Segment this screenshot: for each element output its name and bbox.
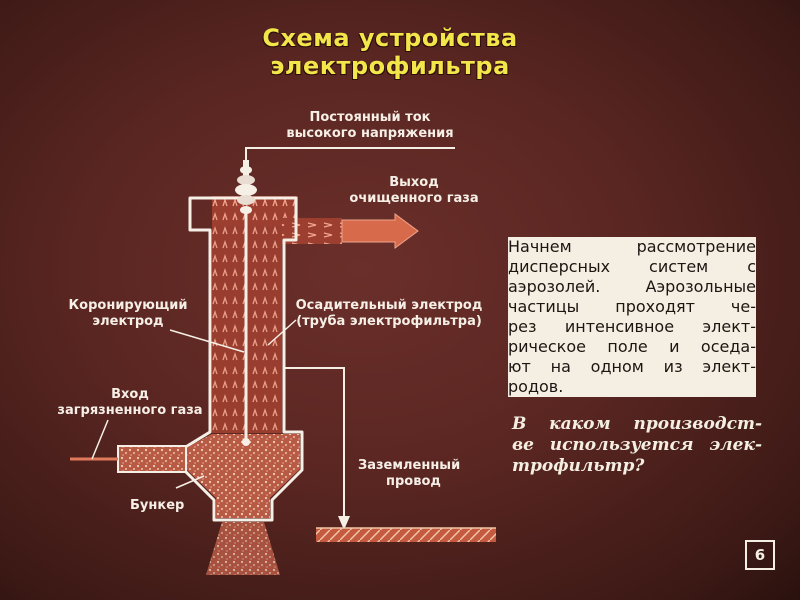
dc-label-line-2: высокого напряжения <box>286 126 454 141</box>
collector-leader <box>267 319 297 346</box>
outlet-label-line-2: очищенного газа <box>349 191 479 206</box>
dc-label-line-1: Постоянный ток <box>309 110 431 125</box>
hopper-dust <box>186 434 300 518</box>
corona-label-line-1: Коронирующий <box>68 298 188 313</box>
corona-leader <box>169 329 245 353</box>
description-line: ют на одном из элект- <box>508 357 756 376</box>
collector-label-line-2: (труба электрофильтра) <box>296 314 482 329</box>
inlet-duct <box>117 445 187 473</box>
description-line: аэрозолей. Аэрозольные <box>508 277 756 296</box>
outlet-label-line-1: Выход <box>389 175 439 190</box>
title-line-2: электрофильтра <box>270 52 510 80</box>
corona-weight <box>242 438 250 446</box>
question-line: В каком производст- <box>512 414 762 434</box>
ground-wire-arrow <box>338 516 350 530</box>
collector-label-line-1: Осадительный электрод <box>295 298 483 313</box>
page-number: 6 <box>745 540 775 570</box>
hopper-leader <box>175 475 205 489</box>
ground-wire <box>284 367 345 522</box>
question-line: трофильтр? <box>512 456 645 476</box>
title-line-1: Схема устройства <box>262 24 518 52</box>
corona-label: Коронирующий электрод <box>58 298 198 330</box>
inlet-label: Вход загрязненного газа <box>40 387 220 419</box>
description-line: дисперсных систем с <box>508 257 756 276</box>
inlet-label-line-1: Вход <box>111 387 149 402</box>
inlet-label-line-2: загрязненного газа <box>57 403 203 418</box>
filter-housing <box>182 196 304 522</box>
dc-label: Постоянный ток высокого напряжения <box>270 110 470 142</box>
hopper-label: Бункер <box>130 498 185 513</box>
dc-supply-wire <box>245 147 455 162</box>
outlet-arrow <box>341 213 419 249</box>
slide-title: Схема устройства электрофильтра <box>190 24 590 80</box>
ground-label-line-2: провод <box>386 474 441 489</box>
corona-label-line-2: электрод <box>92 314 164 329</box>
inlet-leader <box>91 419 109 460</box>
description-line: рез интенсивное элект- <box>508 317 756 336</box>
description-box: Начнем рассмотрение дисперсных систем с … <box>508 237 756 397</box>
ground-label-line-1: Заземленный <box>358 458 461 473</box>
description-line: рическое поле и оседа- <box>508 337 756 356</box>
description-line: частицы проходят че- <box>508 297 756 316</box>
description-line: родов. <box>508 377 564 396</box>
question-text: В каком производст- ве используется элек… <box>512 414 762 477</box>
insulator <box>235 160 257 214</box>
collector-label: Осадительный электрод (труба электрофиль… <box>284 298 494 330</box>
question-line: ве используется элек- <box>512 435 762 455</box>
ground-plate <box>316 528 496 542</box>
description-line: Начнем рассмотрение <box>508 237 756 256</box>
falling-dust <box>206 522 280 575</box>
ground-label: Заземленный провод <box>358 458 460 490</box>
outlet-label: Выход очищенного газа <box>330 175 498 207</box>
